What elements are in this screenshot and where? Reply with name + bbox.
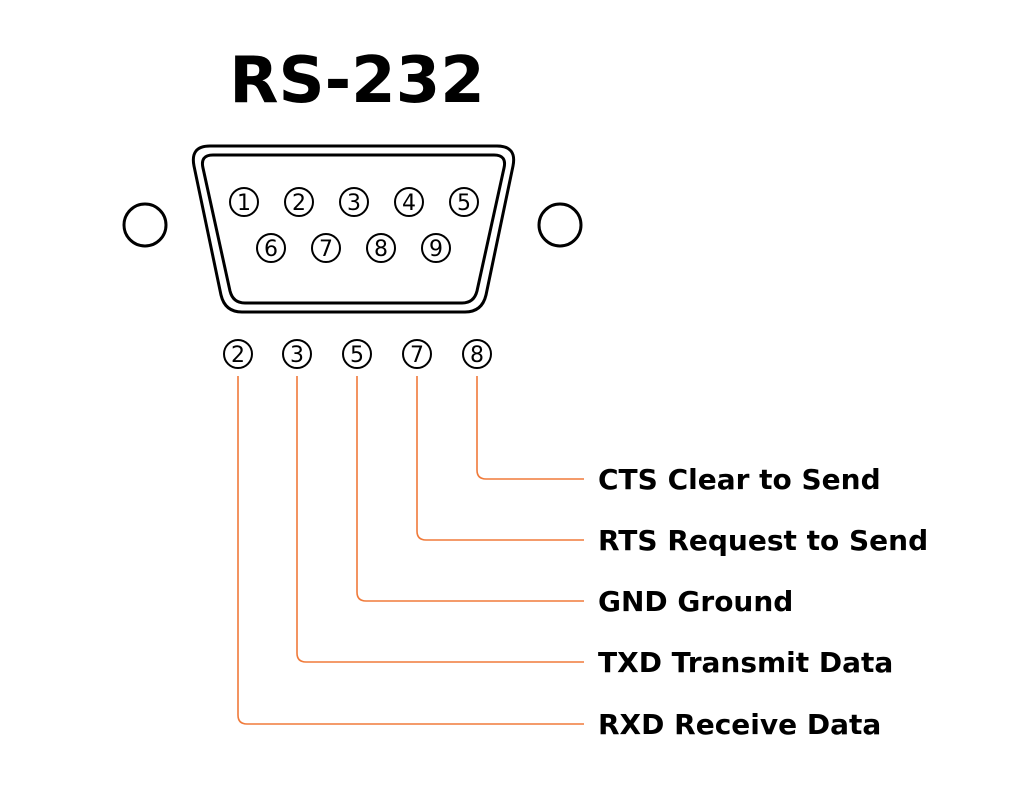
signal-pin-7-ring bbox=[402, 339, 432, 369]
signal-label-pin-2: RXD Receive Data bbox=[598, 708, 881, 741]
connector-pin-5-ring bbox=[449, 187, 479, 217]
signal-pin-2-ring bbox=[223, 339, 253, 369]
signal-labels: RXD Receive Data TXD Transmit Data GND Gro… bbox=[598, 463, 928, 741]
connector-pin-1: 1 bbox=[229, 187, 259, 217]
connector-pin-6: 6 bbox=[256, 233, 286, 263]
connector-pin-3-number: 3 bbox=[347, 191, 361, 216]
connector-pin-6-number: 6 bbox=[264, 237, 278, 262]
signal-pin-5-ring bbox=[342, 339, 372, 369]
connector-pin-8-ring bbox=[366, 233, 396, 263]
signal-pin-7-number: 7 bbox=[410, 343, 424, 368]
signal-pin-8: 8 bbox=[462, 339, 492, 369]
connector-pin-5-number: 5 bbox=[457, 191, 471, 216]
connector-pin-2-ring bbox=[284, 187, 314, 217]
connector-pin-8: 8 bbox=[366, 233, 396, 263]
left-mounting-hole bbox=[122, 202, 168, 248]
connector-pin-4-number: 4 bbox=[402, 191, 416, 216]
leader-lines bbox=[237, 376, 584, 725]
signal-pin-2: 2 bbox=[223, 339, 253, 369]
leader-line-pin-2 bbox=[237, 376, 584, 725]
signal-label-pin-3: TXD Transmit Data bbox=[598, 646, 893, 679]
connector-pin-2-number: 2 bbox=[292, 191, 306, 216]
connector-pin-9-ring bbox=[421, 233, 451, 263]
connector-pin-9: 9 bbox=[421, 233, 451, 263]
connector-pin-1-ring bbox=[229, 187, 259, 217]
leader-line-pin-3 bbox=[296, 376, 584, 663]
signal-pin-8-ring bbox=[462, 339, 492, 369]
signal-pin-2-number: 2 bbox=[231, 343, 245, 368]
signal-label-pin-5: GND Ground bbox=[598, 585, 793, 618]
leader-line-pin-7 bbox=[416, 376, 584, 541]
leader-line-pin-5 bbox=[356, 376, 584, 602]
connector-shell-outer bbox=[191, 144, 516, 314]
right-mounting-hole bbox=[537, 202, 583, 248]
connector-pin-3-ring bbox=[339, 187, 369, 217]
signal-label-pin-8: CTS Clear to Send bbox=[598, 463, 881, 496]
leader-line-pin-8 bbox=[476, 376, 584, 480]
connector-pin-7-number: 7 bbox=[319, 237, 333, 262]
signal-pin-3: 3 bbox=[282, 339, 312, 369]
signal-pin-8-number: 8 bbox=[470, 343, 484, 368]
connector-pin-4: 4 bbox=[394, 187, 424, 217]
connector-pin-3: 3 bbox=[339, 187, 369, 217]
signal-pin-5-number: 5 bbox=[350, 343, 364, 368]
connector-pins: 1 2 3 4 5 6 7 8 9 bbox=[229, 187, 479, 263]
connector-pin-9-number: 9 bbox=[429, 237, 443, 262]
connector-pin-2: 2 bbox=[284, 187, 314, 217]
connector-pin-4-ring bbox=[394, 187, 424, 217]
signal-pin-5: 5 bbox=[342, 339, 372, 369]
connector-pin-6-ring bbox=[256, 233, 286, 263]
connector-pin-7: 7 bbox=[311, 233, 341, 263]
connector-shell-inner bbox=[201, 153, 506, 305]
signal-pin-3-number: 3 bbox=[290, 343, 304, 368]
connector-pin-1-number: 1 bbox=[237, 191, 251, 216]
signal-pins: 2 3 5 7 8 bbox=[223, 339, 492, 369]
signal-label-pin-7: RTS Request to Send bbox=[598, 524, 928, 557]
connector-pin-8-number: 8 bbox=[374, 237, 388, 262]
signal-pin-3-ring bbox=[282, 339, 312, 369]
connector-pin-5: 5 bbox=[449, 187, 479, 217]
signal-pin-7: 7 bbox=[402, 339, 432, 369]
diagram-title: RS-232 bbox=[229, 44, 485, 118]
connector-pin-7-ring bbox=[311, 233, 341, 263]
